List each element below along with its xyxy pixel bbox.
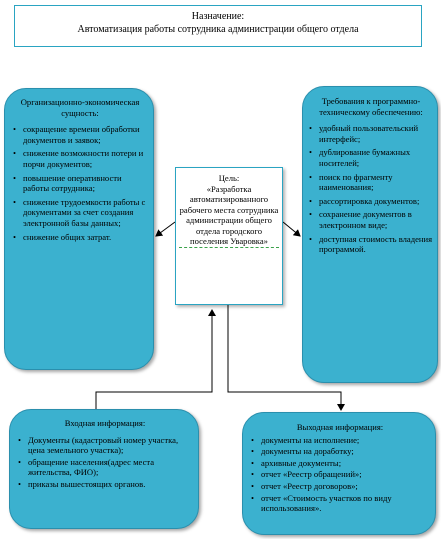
arrow-to-requirements bbox=[282, 221, 301, 237]
purpose-title: Назначение: bbox=[191, 11, 245, 22]
requirements-list: удобный пользовательский интерфейс; дубл… bbox=[309, 123, 433, 255]
output-title: Выходная информация: bbox=[296, 422, 384, 432]
arrow-input-to-goal bbox=[95, 309, 216, 409]
input-title: Входная информация: bbox=[64, 418, 146, 428]
list-item: сохранение документов в электронном виде… bbox=[309, 209, 433, 230]
list-item: архивные документы; bbox=[251, 458, 429, 469]
organizational-list: сокращение времени обработки документов … bbox=[13, 124, 147, 242]
list-item: удобный пользовательский интерфейс; bbox=[309, 123, 433, 144]
arrow-goal-to-output bbox=[227, 305, 345, 411]
list-item: дублирование бумажных носителей; bbox=[309, 147, 433, 168]
list-item: документы на исполнение; bbox=[251, 435, 429, 446]
input-info-box: Входная информация: Документы (кадастров… bbox=[9, 409, 199, 529]
arrow-to-organizational bbox=[155, 221, 176, 237]
goal-label: Цель: bbox=[218, 173, 240, 183]
requirements-title: Требования к программно-техническому обе… bbox=[319, 96, 423, 117]
goal-box: Цель: «Разработка автоматизированного ра… bbox=[175, 167, 283, 305]
list-item: снижение трудоемкости работы с документа… bbox=[13, 197, 147, 229]
list-item: обращение населения(адрес места жительст… bbox=[18, 457, 192, 478]
list-item: снижение возможности потери и порчи доку… bbox=[13, 148, 147, 169]
list-item: поиск по фрагменту наименования; bbox=[309, 172, 433, 193]
purpose-box: Назначение: Автоматизация работы сотрудн… bbox=[14, 5, 422, 47]
list-item: отчет «Стоимость участков по виду исполь… bbox=[251, 493, 429, 514]
requirements-box: Требования к программно-техническому обе… bbox=[302, 86, 438, 383]
list-item: рассортировка документов; bbox=[309, 196, 433, 207]
list-item: приказы вышестоящих органов. bbox=[18, 479, 192, 490]
list-item: снижение общих затрат. bbox=[13, 232, 147, 243]
list-item: сокращение времени обработки документов … bbox=[13, 124, 147, 145]
list-item: отчет «Реестр договоров»; bbox=[251, 481, 429, 492]
list-item: Документы (кадастровый номер участка, це… bbox=[18, 435, 192, 456]
organizational-box: Организационно-экономическая сущность: с… bbox=[4, 88, 154, 370]
list-item: отчет «Реестр обращений»; bbox=[251, 469, 429, 480]
organizational-title: Организационно-экономическая сущность: bbox=[20, 97, 140, 118]
list-item: доступная стоимость владения программой. bbox=[309, 234, 433, 255]
purpose-text: Автоматизация работы сотрудника админист… bbox=[77, 24, 359, 35]
list-item: повышение оперативности работы сотрудник… bbox=[13, 173, 147, 194]
input-list: Документы (кадастровый номер участка, це… bbox=[18, 435, 192, 490]
output-info-box: Выходная информация: документы на исполн… bbox=[242, 412, 436, 535]
goal-text: «Разработка автоматизированного рабочего… bbox=[179, 183, 279, 248]
list-item: документы на доработку; bbox=[251, 446, 429, 457]
output-list: документы на исполнение; документы на до… bbox=[251, 435, 429, 514]
